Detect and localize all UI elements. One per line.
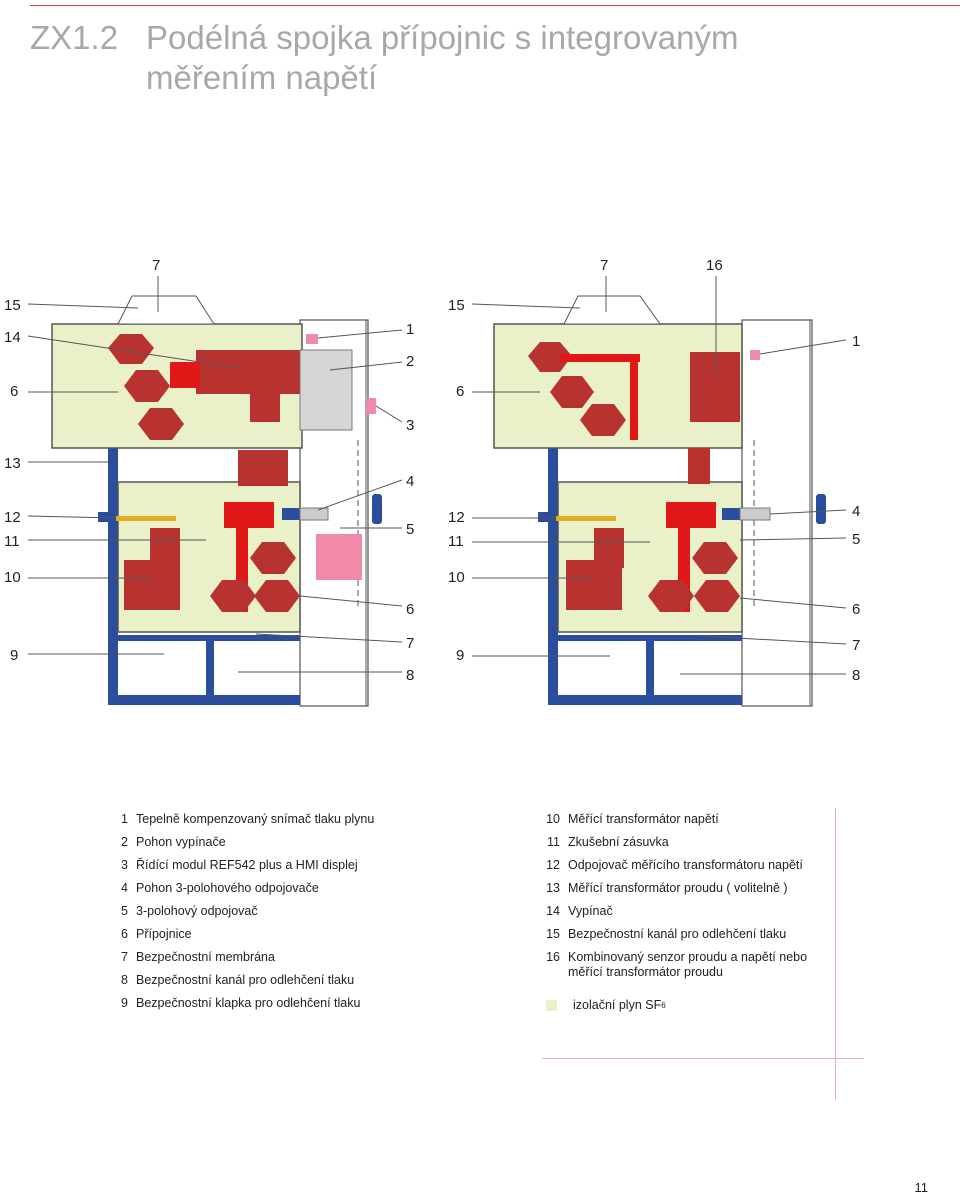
svg-text:8: 8: [406, 667, 414, 684]
page-number: 11: [914, 1180, 929, 1195]
svg-text:11: 11: [448, 533, 464, 550]
svg-text:4: 4: [852, 503, 860, 520]
page-title: ZX1.2 Podélná spojka přípojnic s integrov…: [30, 18, 739, 96]
sf6-subscript: 6: [661, 1000, 666, 1010]
title-line-1: Podélná spojka přípojnic s integrovaným: [146, 19, 739, 56]
vertical-rule: [835, 808, 836, 1100]
svg-text:7: 7: [406, 635, 414, 652]
svg-text:6: 6: [456, 383, 464, 400]
svg-text:3: 3: [406, 417, 414, 434]
top-rule: [30, 5, 960, 6]
left-panel: 7 15 14 6 13 12 11 10 9 1 2 3 4 5 6 7 8: [4, 257, 414, 707]
svg-text:7: 7: [600, 257, 608, 274]
sf6-swatch: [546, 999, 557, 1011]
svg-text:4: 4: [406, 473, 414, 490]
svg-text:5: 5: [852, 531, 860, 548]
svg-text:5: 5: [406, 521, 414, 538]
right-panel: 7 16 15 6 12 11 10 9 1 4 5 6 7 8: [448, 257, 860, 707]
svg-text:15: 15: [448, 297, 465, 314]
svg-text:1: 1: [852, 333, 860, 350]
svg-text:12: 12: [4, 509, 21, 526]
section-number: ZX1.2: [30, 19, 119, 56]
svg-text:6: 6: [10, 383, 18, 400]
svg-text:10: 10: [448, 569, 465, 586]
svg-text:11: 11: [4, 533, 20, 550]
svg-text:16: 16: [706, 257, 723, 274]
svg-text:7: 7: [152, 257, 160, 274]
left-callouts: 7 15 14 6 13 12 11 10 9 1 2 3 4 5 6 7 8: [4, 257, 414, 684]
svg-text:8: 8: [852, 667, 860, 684]
svg-text:7: 7: [852, 637, 860, 654]
horizontal-rule: [542, 1058, 864, 1059]
svg-text:14: 14: [4, 329, 21, 346]
svg-text:10: 10: [4, 569, 21, 586]
switchgear-diagram: 7 15 14 6 13 12 11 10 9 1 2 3 4 5 6 7 8: [4, 257, 860, 707]
right-callouts: 7 16 15 6 12 11 10 9 1 4 5 6 7 8: [448, 257, 860, 684]
svg-text:13: 13: [4, 455, 21, 472]
svg-text:6: 6: [406, 601, 414, 618]
svg-text:2: 2: [406, 353, 414, 370]
svg-text:1: 1: [406, 321, 414, 338]
svg-text:12: 12: [448, 509, 465, 526]
svg-text:9: 9: [456, 647, 464, 664]
sf6-label: izolační plyn SF: [573, 998, 662, 1012]
svg-text:15: 15: [4, 297, 21, 314]
svg-text:6: 6: [852, 601, 860, 618]
svg-text:9: 9: [10, 647, 18, 664]
title-line-2: měřením napětí: [146, 59, 378, 96]
